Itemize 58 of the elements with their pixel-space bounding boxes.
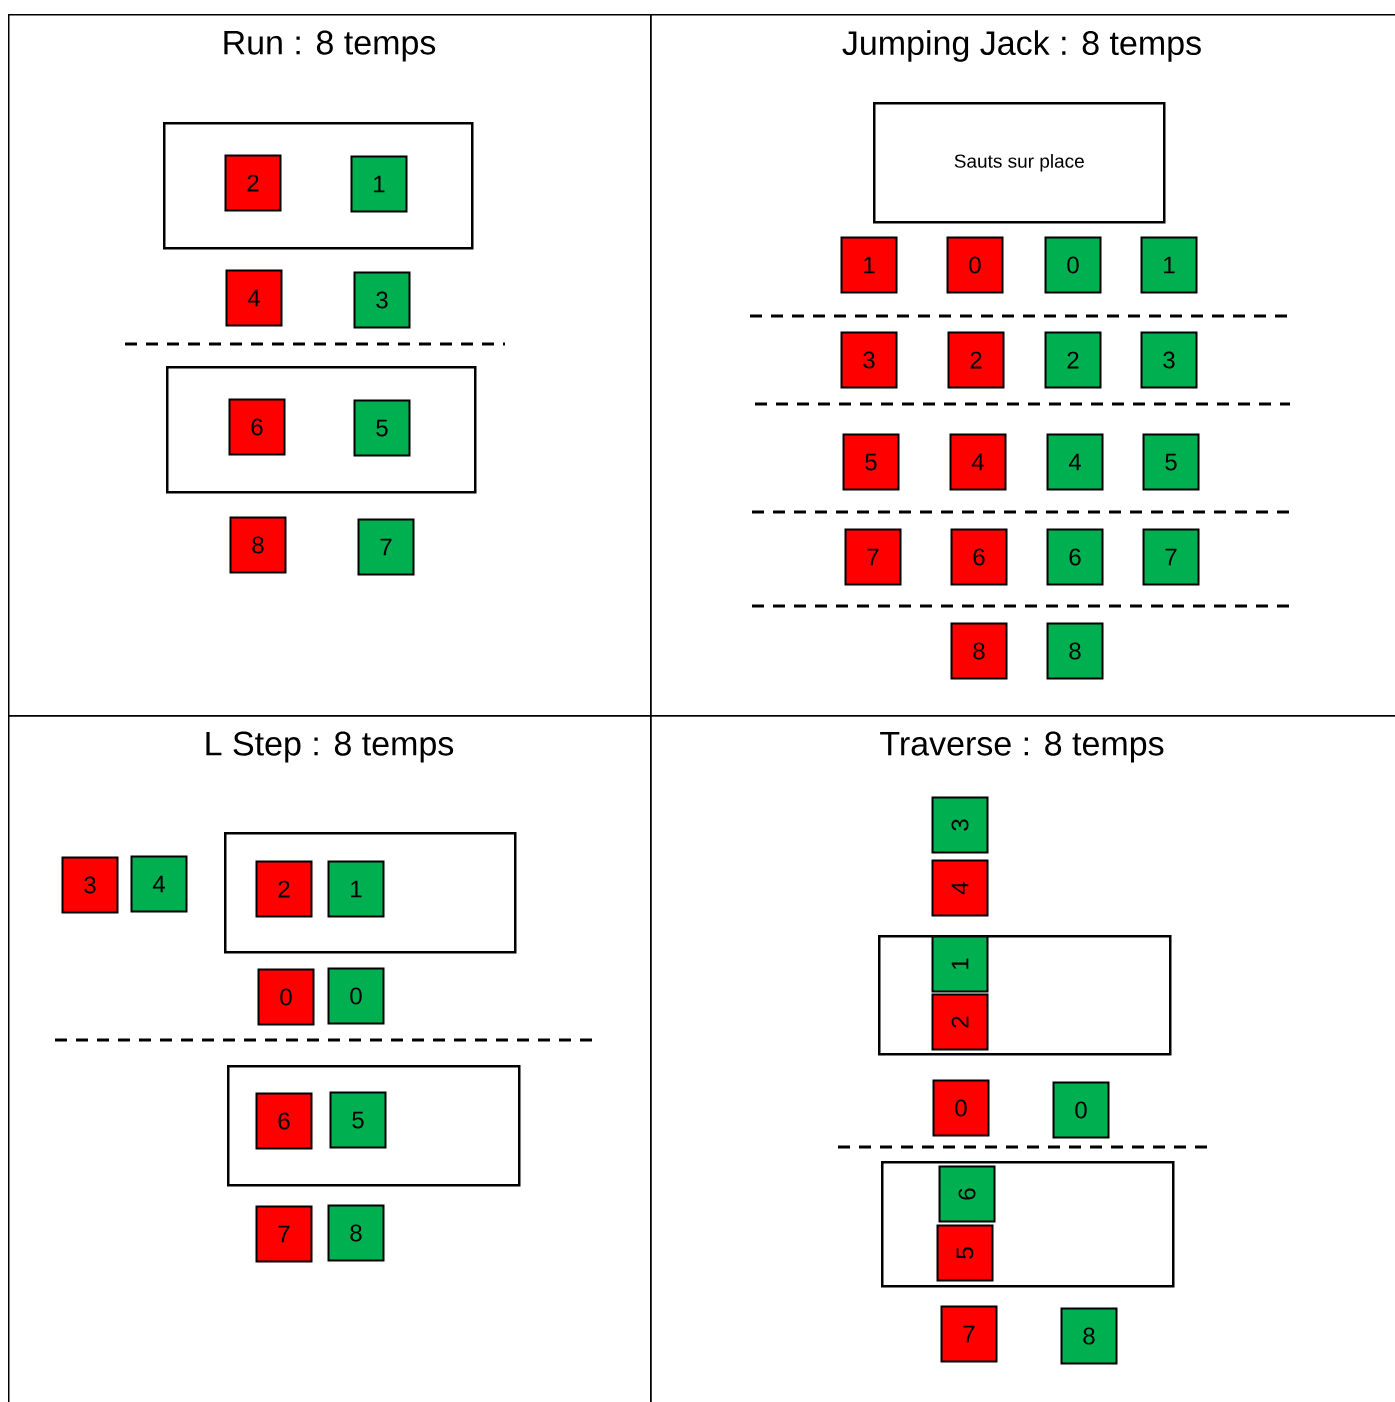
number-square: 8 — [1046, 622, 1104, 680]
number-square: 6 — [1046, 528, 1104, 586]
number-square: 6 — [255, 1092, 313, 1150]
outline-box — [166, 366, 477, 494]
number-square: 0 — [327, 967, 385, 1025]
number-square: 7 — [255, 1205, 313, 1263]
panel-title: Run : 8 temps — [224, 30, 436, 62]
number-square: 7 — [1142, 528, 1200, 586]
outline-box — [881, 1161, 1175, 1288]
number-square: 6 — [228, 398, 286, 456]
number-square: 4 — [225, 269, 283, 327]
number-square: 1 — [350, 155, 408, 213]
number-square: 5 — [842, 433, 900, 491]
number-square: 1 — [1140, 236, 1198, 294]
number-square: 6 — [938, 1165, 996, 1223]
number-square: 8 — [950, 622, 1008, 680]
number-square: 7 — [844, 528, 902, 586]
outline-box — [163, 122, 474, 250]
number-square: 1 — [327, 860, 385, 918]
number-square: 0 — [1052, 1081, 1110, 1139]
number-square: 4 — [130, 855, 188, 913]
number-square: 4 — [1046, 433, 1104, 491]
number-square: 0 — [1044, 236, 1102, 294]
outline-box — [224, 832, 517, 954]
number-square: 2 — [224, 154, 282, 212]
number-square: 3 — [840, 331, 898, 389]
number-square: 0 — [946, 236, 1004, 294]
number-square: 3 — [1140, 331, 1198, 389]
number-square: 2 — [1044, 331, 1102, 389]
number-square: 6 — [950, 528, 1008, 586]
number-square: 0 — [932, 1079, 990, 1137]
number-square: 5 — [1142, 433, 1200, 491]
number-square: 3 — [61, 856, 119, 914]
number-square: 3 — [353, 271, 411, 329]
number-square: 1 — [840, 236, 898, 294]
panel-title: Jumping Jack : 8 temps — [842, 30, 1201, 62]
number-square: 8 — [1060, 1307, 1118, 1365]
number-square: 5 — [936, 1224, 994, 1282]
outline-box — [878, 935, 1172, 1056]
number-square: 4 — [949, 433, 1007, 491]
number-square: 8 — [327, 1204, 385, 1262]
number-square: 3 — [931, 796, 989, 854]
number-square: 2 — [255, 860, 313, 918]
number-square: 4 — [931, 859, 989, 917]
number-square: 5 — [353, 399, 411, 457]
number-square: 7 — [357, 518, 415, 576]
panel-title: L Step : 8 temps — [206, 731, 454, 763]
number-square: 1 — [931, 935, 989, 993]
table-cell — [8, 14, 652, 717]
outline-box — [227, 1065, 521, 1187]
number-square: 5 — [329, 1091, 387, 1149]
number-square: 0 — [257, 968, 315, 1026]
number-square: 7 — [940, 1305, 998, 1363]
panel-title: Traverse : 8 temps — [880, 731, 1164, 763]
text-box: Sauts sur place — [873, 102, 1166, 224]
number-square: 2 — [947, 331, 1005, 389]
number-square: 2 — [931, 993, 989, 1051]
number-square: 8 — [229, 516, 287, 574]
